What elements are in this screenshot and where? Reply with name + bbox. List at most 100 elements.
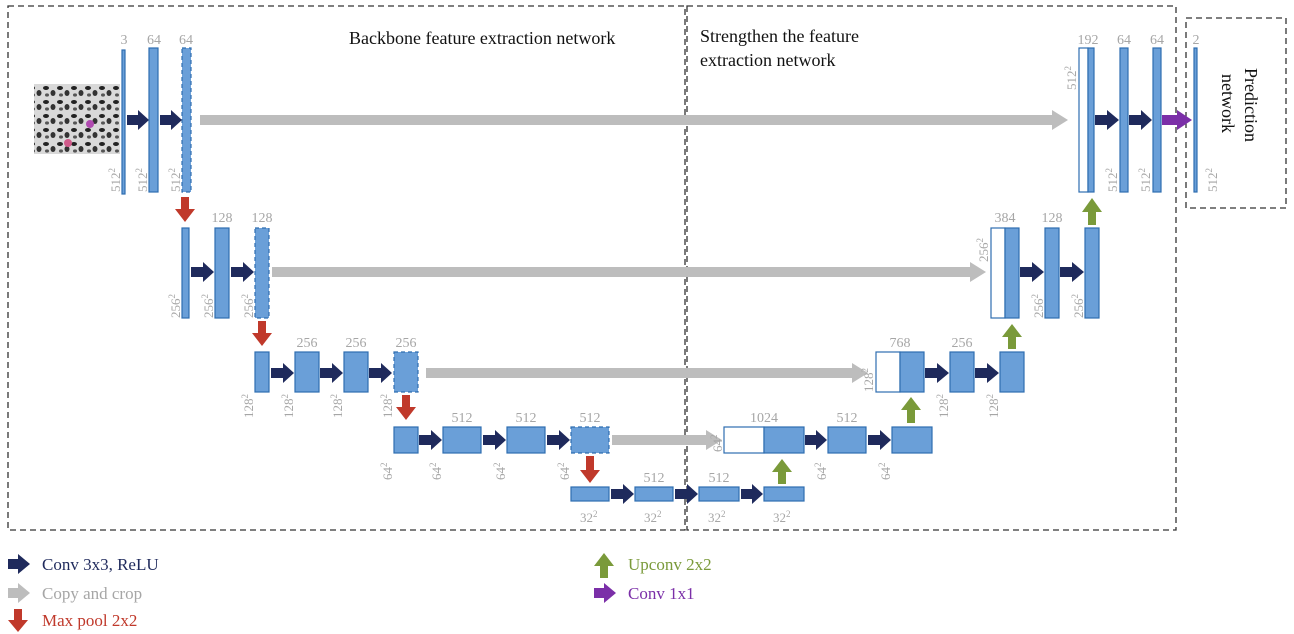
block-bottleneck-conv1 [634,486,674,502]
backbone-title: Backbone feature extraction network [349,28,615,48]
legend-upconv-label: Upconv 2x2 [628,555,712,574]
res-label: 5122 [1063,66,1079,90]
ch-enc4-2: 512 [580,411,601,426]
conv-arrow [1060,262,1084,282]
conv-arrow [127,110,149,130]
block-dec1-conv1 [1119,47,1129,193]
block-enc4-conv2 [506,426,546,454]
block-dec2-up [1004,227,1020,319]
res-label: 642 [877,463,893,481]
legend-conv-label: Conv 3x3, ReLU [42,555,159,574]
legend-copy-arrow-icon [8,583,30,603]
pool-arrow [175,197,195,222]
block-enc2-conv2 [254,227,270,319]
legend-pool-arrow-icon [8,609,28,632]
res-label: 322 [644,509,662,525]
conv-arrow [675,484,698,504]
conv-arrow [1129,110,1152,130]
block-dec2-conv1 [1044,227,1060,319]
res-label: 5122 [107,168,123,192]
ch-dec1-2: 64 [1150,33,1164,48]
legend-upconv-arrow-icon [594,553,614,578]
block-dec4-copy [723,426,765,454]
legend-conv-arrow-icon [8,554,30,574]
conv-arrow [369,363,392,383]
conv-arrows [127,110,1152,504]
block-dec1-up [1087,47,1095,193]
ch-enc2-1: 128 [252,211,273,226]
res-label: 1282 [935,394,951,418]
channel-labels: 3 64 64 128 128 256 256 256 512 512 512 … [121,33,1200,486]
block-bottleneck-conv2 [698,486,740,502]
conv-arrow [191,262,214,282]
block-dec3-up [899,351,925,393]
block-enc1-input [121,49,126,195]
block-enc2-pool [181,227,190,319]
copy-arrows [200,110,1068,450]
upconv-arrows [772,198,1102,484]
block-enc1-conv1 [148,47,159,193]
block-enc2-conv1 [214,227,230,319]
res-label: 322 [773,509,791,525]
conv1x1-arrow [1162,110,1192,130]
conv-arrow [741,484,763,504]
prediction-title-line1: Prediction [1241,68,1261,142]
res-label: 642 [556,463,572,481]
ch-enc2-0: 128 [212,211,233,226]
block-dec2-copy [990,227,1006,319]
ch-enc1-2: 64 [179,33,193,48]
res-label: 5122 [1104,168,1120,192]
ch-bottleneck-0: 512 [644,471,665,486]
legend: Conv 3x3, ReLU Copy and crop Max pool 2x… [8,553,712,632]
ch-enc1-0: 3 [121,33,128,48]
strengthen-title-line1: Strengthen the feature [700,26,859,46]
copy-arrow-level2 [272,267,970,277]
res-label: 642 [813,463,829,481]
ch-enc3-2: 256 [396,336,417,351]
copy-arrow-level1 [200,115,1052,125]
input-image-cell-highlight [64,139,72,147]
ch-enc1-1: 64 [147,33,161,48]
conv-arrow [547,430,570,450]
block-bottleneck-conv3 [763,486,805,502]
res-label: 5122 [1204,168,1220,192]
conv-arrow [975,363,999,383]
res-label: 2562 [167,294,183,318]
conv-arrow [925,363,949,383]
pool-arrow [252,321,272,346]
res-label: 642 [492,463,508,481]
block-dec3-conv2 [999,351,1025,393]
ch-bottleneck-1: 512 [709,471,730,486]
ch-enc4-1: 512 [516,411,537,426]
copy-arrow-level3 [426,368,852,378]
res-label: 5122 [167,168,183,192]
upconv-arrow [772,459,792,484]
upconv-arrow [1002,324,1022,349]
res-label: 2562 [200,294,216,318]
feature-blocks [121,47,1198,502]
res-label: 1282 [985,394,1001,418]
res-label: 2562 [1070,294,1086,318]
res-label: 322 [580,509,598,525]
ch-dec2-1: 128 [1042,211,1063,226]
block-enc1-conv2 [181,47,192,193]
block-enc3-conv1 [294,351,320,393]
legend-conv1x1-arrow-icon [594,583,616,603]
strengthen-title-line2: extraction network [700,50,835,70]
res-label: 642 [709,435,725,453]
block-dec3-conv1 [949,351,975,393]
res-label: 2562 [1030,294,1046,318]
conv-arrow [231,262,254,282]
block-enc3-pool [254,351,270,393]
copy-arrow-level2-head [970,262,986,282]
block-enc4-conv1 [442,426,482,454]
ch-enc3-0: 256 [297,336,318,351]
conv-arrow [320,363,343,383]
legend-conv1x1-label: Conv 1x1 [628,584,695,603]
res-label: 1282 [280,394,296,418]
block-dec2-conv2 [1084,227,1100,319]
pool-arrow [396,395,416,420]
ch-dec1-1: 64 [1117,33,1131,48]
prediction-title-line2: network [1218,74,1238,133]
